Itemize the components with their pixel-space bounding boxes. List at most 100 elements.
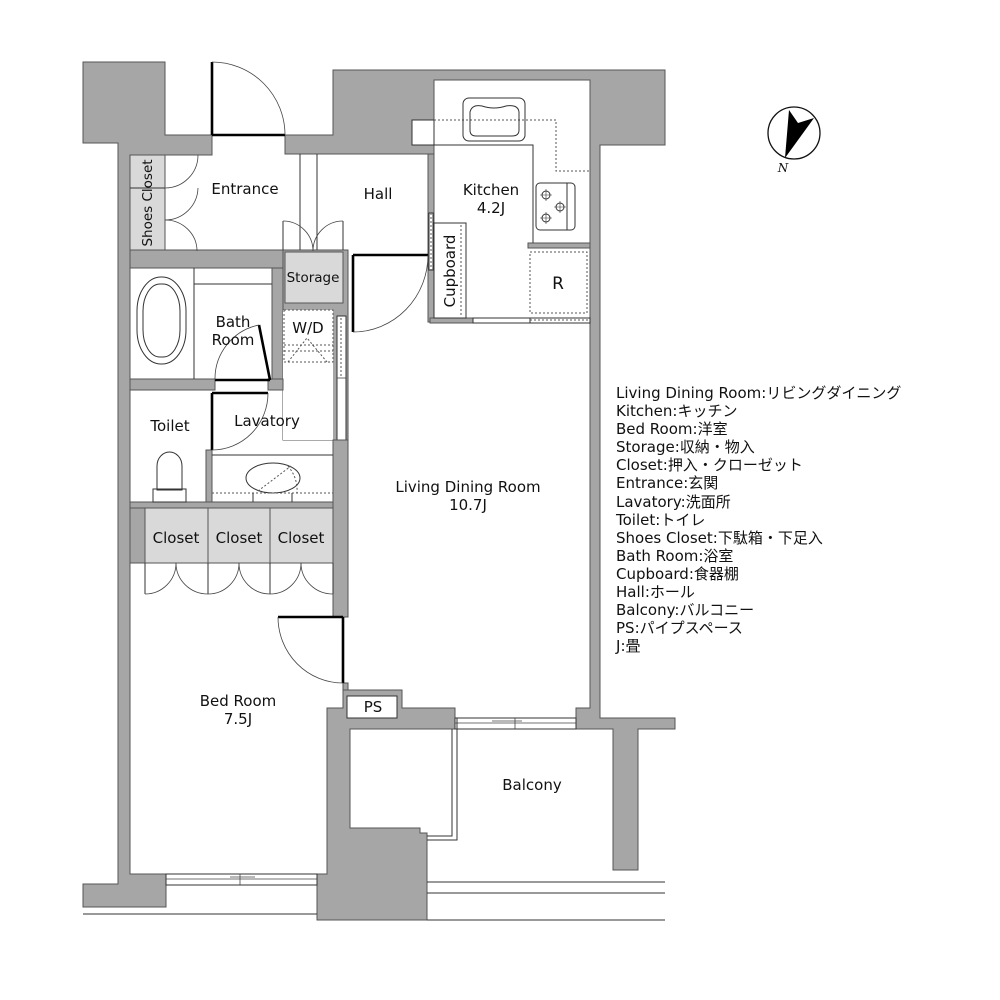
label-closet-3: Closet	[278, 529, 325, 547]
bedroom-window[interactable]	[165, 873, 318, 886]
wash-basin	[245, 462, 301, 494]
legend-item: PS:パイプスペース	[616, 619, 901, 637]
closet-3	[269, 507, 334, 564]
label-closet-2: Closet	[216, 529, 263, 547]
legend-separator: :	[620, 637, 626, 656]
legend-term: Balcony	[616, 601, 675, 620]
legend: Living Dining Room:リビングダイニング Kitchen:キッチ…	[616, 384, 901, 655]
legend-separator: :	[644, 583, 650, 602]
wall-ldr-west	[332, 439, 349, 618]
label-bed-room-area: 7.5J	[224, 710, 252, 728]
legend-separator: :	[712, 528, 718, 547]
legend-item: Kitchen:キッチン	[616, 402, 901, 420]
label-living-dining-room: Living Dining Room	[395, 478, 540, 496]
burner-icon	[540, 189, 566, 224]
wall-toilet-lavatory	[205, 449, 213, 503]
doors	[144, 61, 429, 684]
wall-kitchen-south	[429, 317, 474, 324]
bedroom-door[interactable]	[277, 615, 345, 684]
legend-term: Living Dining Room	[616, 384, 762, 402]
legend-translation: 浴室	[703, 546, 734, 565]
legend-item: Living Dining Room:リビングダイニング	[616, 384, 901, 402]
legend-translation: 押入・クローゼット	[667, 456, 803, 475]
label-toilet: Toilet	[149, 417, 189, 435]
label-bath-room-line2: Room	[212, 331, 255, 349]
label-refrigerator: R	[552, 274, 564, 294]
legend-separator: :	[688, 564, 694, 583]
bathtub	[136, 276, 187, 365]
label-shoes-closet: Shoes Closet	[140, 159, 156, 246]
pipe-space-box	[346, 695, 398, 719]
legend-term: Entrance	[616, 474, 684, 493]
wall-fridge-divider	[527, 242, 591, 249]
hall-ldr-door[interactable]	[351, 253, 429, 333]
lavatory-door[interactable]	[210, 391, 269, 451]
toilet-tank	[152, 488, 187, 503]
shoes-closet	[129, 154, 166, 251]
legend-item: Lavatory:洗面所	[616, 493, 901, 511]
legend-separator: :	[674, 438, 680, 457]
legend-item: Closet:押入・クローゼット	[616, 456, 901, 474]
legend-item: Balcony:バルコニー	[616, 601, 901, 619]
wall-closets-west	[129, 507, 146, 564]
legend-translation: 洋室	[697, 420, 728, 439]
label-cupboard: Cupboard	[441, 235, 459, 308]
storage-doors[interactable]	[282, 220, 344, 252]
closet-1	[144, 507, 209, 564]
wall-bath-stub	[267, 378, 284, 391]
kitchen-sink	[462, 97, 526, 142]
legend-item: Bed Room:洋室	[616, 420, 901, 438]
label-kitchen: Kitchen	[463, 181, 519, 199]
legend-term: Bed Room	[616, 420, 693, 439]
legend-separator: :	[683, 474, 689, 493]
room-labels: Entrance Hall Kitchen 4.2J Cupboard R St…	[140, 159, 564, 794]
north-arrow-icon	[785, 110, 814, 158]
entrance-door[interactable]	[210, 61, 286, 137]
legend-translation: バルコニー	[679, 601, 755, 620]
legend-term: Kitchen	[616, 402, 673, 421]
stove	[535, 182, 576, 231]
legend-translation: トイレ	[660, 510, 706, 529]
shoes-closet-doors[interactable]	[164, 154, 199, 252]
legend-term: Shoes Closet	[616, 528, 713, 547]
legend-separator: :	[655, 510, 661, 529]
ldr-balcony-window[interactable]	[454, 717, 577, 730]
refrigerator-space	[529, 251, 588, 314]
legend-translation: 玄関	[688, 474, 719, 493]
label-living-dining-area: 10.7J	[449, 496, 487, 514]
label-closet-1: Closet	[153, 529, 200, 547]
legend-translation: 畳	[625, 637, 641, 656]
legend-translation: 収納・物入	[679, 438, 755, 457]
legend-item: Storage:収納・物入	[616, 438, 901, 456]
bath-door[interactable]	[214, 324, 272, 382]
legend-item: Toilet:トイレ	[616, 511, 901, 529]
washer-dryer-space	[283, 309, 334, 363]
legend-term: Closet	[616, 456, 663, 475]
legend-separator: :	[662, 456, 668, 475]
kitchen-sliding-door[interactable]	[472, 317, 531, 324]
legend-translation: ホール	[649, 583, 695, 602]
legend-item: Bath Room:浴室	[616, 547, 901, 565]
legend-separator: :	[674, 601, 680, 620]
legend-term: Lavatory	[616, 492, 681, 511]
cupboard-unit	[433, 222, 467, 319]
label-lavatory: Lavatory	[234, 412, 300, 430]
fixtures	[129, 97, 590, 564]
legend-item: Entrance:玄関	[616, 474, 901, 492]
legend-term: Bath Room	[616, 546, 699, 565]
legend-separator: :	[672, 402, 678, 421]
legend-term: PS	[616, 619, 635, 638]
kitchen-counter-end	[411, 119, 435, 146]
compass-north-label: N	[777, 161, 789, 175]
legend-item: Cupboard:食器棚	[616, 565, 901, 583]
legend-separator: :	[761, 384, 767, 402]
closet-doors[interactable]	[144, 562, 334, 595]
legend-separator: :	[634, 619, 640, 638]
wall-entrance-bath	[129, 249, 284, 269]
label-storage: Storage	[287, 270, 340, 286]
toilet-bowl	[156, 451, 183, 491]
label-bed-room: Bed Room	[200, 692, 277, 710]
label-entrance: Entrance	[211, 180, 278, 198]
legend-separator: :	[692, 420, 698, 439]
